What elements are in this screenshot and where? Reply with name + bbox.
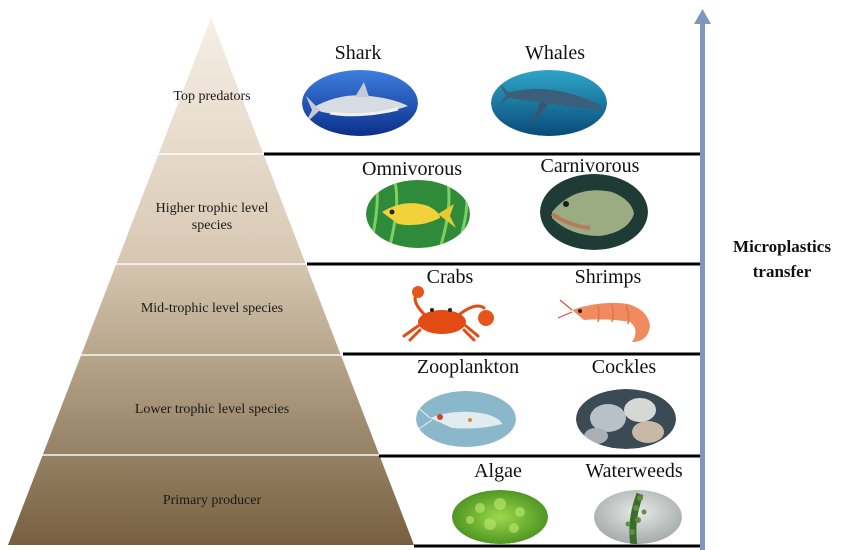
organism-label-cockles: Cockles: [592, 356, 656, 379]
organism-label-zooplankton: Zooplankton: [417, 356, 519, 379]
organism-label-omnivorous: Omnivorous: [362, 158, 462, 181]
waterweed-icon: [594, 490, 682, 546]
crab-icon: [404, 286, 494, 340]
zooplankton-icon: [414, 391, 516, 447]
organism-label-waterweeds: Waterweeds: [585, 460, 682, 483]
organism-label-crabs: Crabs: [427, 266, 474, 289]
organism-label-carnivorous: Carnivorous: [541, 155, 640, 178]
tier-label-mid-trophic: Mid-trophic level species: [104, 300, 320, 317]
algae-icon: [452, 490, 548, 544]
cockles-icon: [576, 389, 676, 449]
piranha-icon: [540, 174, 648, 250]
whale-icon: [491, 70, 607, 136]
organism-label-shrimps: Shrimps: [575, 266, 642, 289]
tier-label-lower-trophic: Lower trophic level species: [66, 401, 358, 418]
tier-label-top-predators: Top predators: [172, 88, 252, 105]
tier-label-higher-trophic: Higher trophic level species: [136, 200, 288, 234]
microplastics-transfer-label: Microplastics transfer: [716, 234, 848, 284]
organism-label-shark: Shark: [335, 42, 382, 65]
shark-icon: [302, 70, 418, 136]
organism-label-algae: Algae: [474, 460, 522, 483]
organism-label-whales: Whales: [525, 42, 585, 65]
microplastics-transfer-arrow: [694, 9, 711, 550]
omnivorous-fish-icon: [366, 180, 470, 248]
tier-label-primary-producer: Primary producer: [40, 492, 384, 509]
shrimp-icon: [558, 300, 650, 342]
